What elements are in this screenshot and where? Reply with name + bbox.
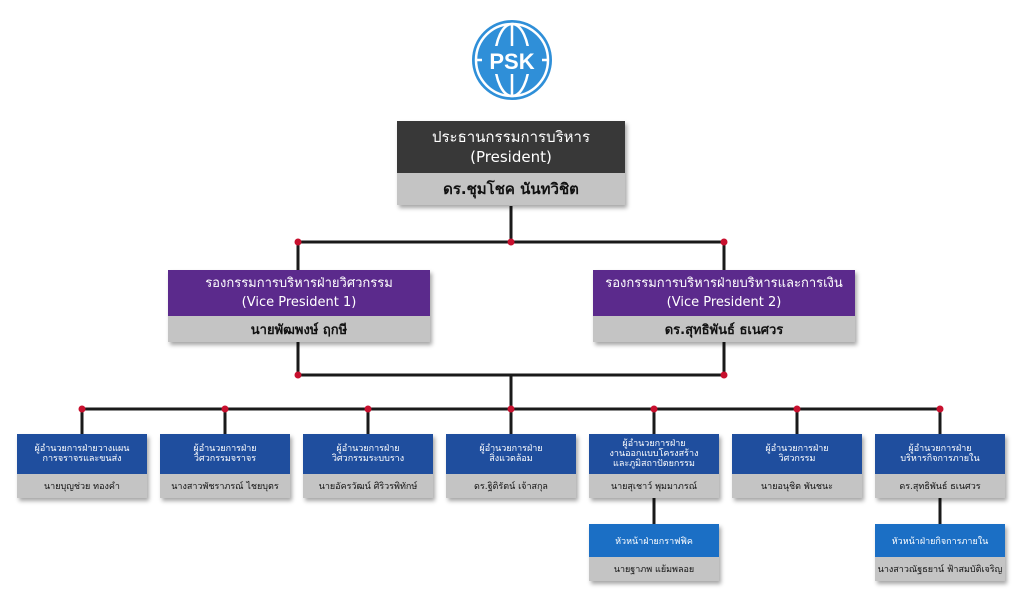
president-title-en: (President) [470,148,552,166]
section-head-name: นายฐาภพ แย้มพลอย [589,557,719,581]
vice-president-title-en: (Vice President 1) [241,295,357,310]
vice-president-2-box: รองกรรมการบริหารฝ่ายบริหารและการเงิน (Vi… [593,270,855,342]
director-title-line: ผู้อำนวยการฝ่าย [336,444,400,454]
director-title-line: งานออกแบบโครงสร้าง [609,449,699,459]
director-title-line: วิศวกรรมจราจร [193,454,257,464]
section-head-box: หัวหน้าฝ่ายกิจการภายใน นางสาวณัฐธยาน์ ฟ้… [875,524,1005,581]
junction-dot [294,238,302,246]
section-head-box: หัวหน้าฝ่ายกราฟฟิค นายฐาภพ แย้มพลอย [589,524,719,581]
director-title-line: วิศวกรรม [778,454,816,464]
director-title-line: ผู้อำนวยการฝ่ายวางแผน [34,444,130,454]
junction-dot [720,238,728,246]
president-title: ประธานกรรมการบริหาร [431,128,591,146]
vice-president-name: ดร.สุทธิพันธ์ ธเนศวร [593,316,855,342]
director-name: ดร.สุทธิพันธ์ ธเนศวร [875,474,1005,498]
director-title-line: ผู้อำนวยการฝ่าย [622,439,686,449]
director-name: นายบุญช่วย ทองคำ [17,474,147,498]
junction-dot [507,405,515,413]
director-title-line: ผู้อำนวยการฝ่าย [908,444,972,454]
director-title-line: ผู้อำนวยการฝ่าย [765,444,829,454]
director-box: ผู้อำนวยการฝ่าย วิศวกรรมระบบราง นายอัครว… [303,434,433,498]
vice-president-title-en: (Vice President 2) [666,295,782,310]
president-box: ประธานกรรมการบริหาร (President) ดร.ชุมโช… [397,121,625,205]
director-title-line: ผู้อำนวยการฝ่าย [193,444,257,454]
director-title-line: การจราจรและขนส่ง [42,454,122,464]
director-name: นายอนุชิต พันชนะ [732,474,862,498]
vice-president-name: นายพัฒพงษ์ ฤกษี [168,316,430,342]
director-box: ผู้อำนวยการฝ่ายวางแผน การจราจรและขนส่ง น… [17,434,147,498]
director-box: ผู้อำนวยการฝ่าย บริหารกิจการภายใน ดร.สุท… [875,434,1005,498]
junction-dot [793,405,801,413]
junction-dot [720,371,728,379]
junction-dot [507,238,515,246]
junction-dot [650,405,658,413]
junction-dot [294,371,302,379]
director-box: ผู้อำนวยการฝ่าย สิ่งแวดล้อม ดร.ฐิติรัตน์… [446,434,576,498]
director-title-line: และภูมิสถาปัตยกรรม [613,459,695,469]
junction-dot [78,405,86,413]
director-title-line: วิศวกรรมระบบราง [331,454,405,464]
director-name: นายสุเชาว์ พุมมาภรณ์ [589,474,719,498]
director-name: นางสาวพัชราภรณ์ ไชยบุตร [160,474,290,498]
logo-text: PSK [489,49,534,74]
director-title-line: บริหารกิจการภายใน [900,454,980,464]
junction-dot [221,405,229,413]
psk-logo: PSK [472,20,552,100]
director-name: นายอัครวัฒน์ ศิริวรพิทักษ์ [303,474,433,498]
director-box: ผู้อำนวยการฝ่าย วิศวกรรมจราจร นางสาวพัชร… [160,434,290,498]
director-box: ผู้อำนวยการฝ่าย งานออกแบบโครงสร้าง และภู… [589,434,719,498]
section-head-title: หัวหน้าฝ่ายกราฟฟิค [589,524,719,557]
vice-president-title: รองกรรมการบริหารฝ่ายวิศวกรรม [205,276,393,291]
director-title-line: ผู้อำนวยการฝ่าย [479,444,543,454]
director-title-line: สิ่งแวดล้อม [489,454,533,464]
vice-president-title: รองกรรมการบริหารฝ่ายบริหารและการเงิน [605,276,843,291]
junction-dot [364,405,372,413]
junction-dot [936,405,944,413]
vice-president-1-box: รองกรรมการบริหารฝ่ายวิศวกรรม (Vice Presi… [168,270,430,342]
director-box: ผู้อำนวยการฝ่าย วิศวกรรม นายอนุชิต พันชน… [732,434,862,498]
section-head-name: นางสาวณัฐธยาน์ ฟ้าสมบัติเจริญ [875,557,1005,581]
director-name: ดร.ฐิติรัตน์ เจ้าสกุล [446,474,576,498]
president-name: ดร.ชุมโชค นันทวิชิต [397,173,625,205]
section-head-title: หัวหน้าฝ่ายกิจการภายใน [875,524,1005,557]
